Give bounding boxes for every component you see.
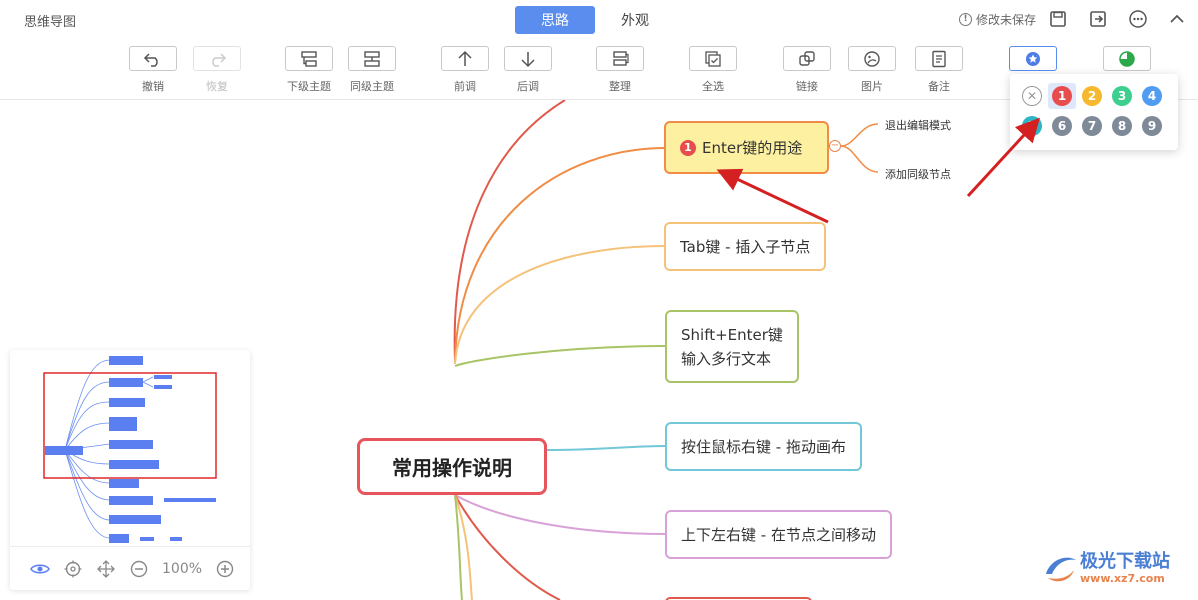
redo-label: 恢复	[206, 80, 228, 93]
priority-2[interactable]: 2	[1082, 86, 1102, 106]
save-status: ! 修改未保存	[959, 11, 1036, 28]
minimap[interactable]: 100%	[10, 350, 250, 590]
watermark-brand: 极光下载站	[1080, 550, 1170, 572]
topic-label-line-2: 输入多行文本	[681, 349, 772, 368]
save-status-text: 修改未保存	[976, 13, 1037, 27]
topic-partial[interactable]	[665, 597, 812, 600]
tab-appearance[interactable]: 外观	[621, 13, 649, 29]
move-down-label: 后调	[517, 80, 539, 93]
progress-icon	[1119, 50, 1135, 67]
arrange-icon	[613, 50, 629, 66]
move-down-button[interactable]: 后调	[503, 46, 553, 94]
move-icon[interactable]	[96, 559, 116, 579]
select-all-label: 全选	[702, 80, 724, 93]
arrange-button[interactable]: 整理	[595, 46, 645, 94]
export-icon[interactable]	[1087, 8, 1109, 30]
subtopic-add-sibling[interactable]: 添加同级节点	[885, 168, 951, 181]
link-icon	[799, 50, 815, 66]
info-icon: !	[959, 13, 972, 26]
link-button[interactable]: 链接	[782, 46, 832, 94]
zoom-in-icon[interactable]	[215, 559, 235, 579]
mode-tabs: 思路 外观	[515, 6, 675, 34]
sibling-topic-label: 同级主题	[350, 80, 394, 93]
image-button[interactable]: 图片	[847, 46, 897, 94]
progress-button[interactable]	[1102, 46, 1152, 71]
topic-label: Enter键的用途	[702, 139, 803, 157]
sibling-topic-icon	[364, 50, 380, 67]
note-label: 备注	[928, 80, 950, 93]
arrange-label: 整理	[609, 80, 631, 93]
mind-map-canvas[interactable]: 常用操作说明 1 Enter键的用途 − 退出编辑模式 添加同级节点 Tab键 …	[0, 100, 1198, 600]
image-icon	[864, 50, 880, 67]
select-all-button[interactable]: 全选	[688, 46, 738, 94]
tab-outline[interactable]: 思路	[515, 6, 595, 34]
collapse-toolbar-icon[interactable]	[1166, 8, 1188, 30]
redo-button[interactable]: 恢复	[192, 46, 242, 94]
collapse-toggle[interactable]: −	[829, 140, 841, 152]
priority-6[interactable]: 6	[1052, 116, 1072, 136]
zoom-level: 100%	[162, 560, 203, 577]
topic-arrow-keys[interactable]: 上下左右键 - 在节点之间移动	[665, 510, 892, 559]
more-icon[interactable]	[1127, 8, 1149, 30]
child-topic-label: 下级主题	[287, 80, 331, 93]
zoom-out-icon[interactable]	[129, 559, 149, 579]
priority-popup: ✕ 1 2 3 4 5 6 7 8 9	[1010, 74, 1178, 150]
priority-4[interactable]: 4	[1142, 86, 1162, 106]
minimap-controls: 100%	[10, 546, 250, 590]
note-button[interactable]: 备注	[914, 46, 964, 94]
minimap-preview	[43, 356, 217, 543]
undo-button[interactable]: 撤销	[128, 46, 178, 94]
priority-7[interactable]: 7	[1082, 116, 1102, 136]
note-icon	[932, 50, 946, 67]
priority-icon	[1026, 51, 1040, 66]
root-topic[interactable]: 常用操作说明	[357, 438, 547, 495]
child-topic-icon	[301, 50, 317, 67]
priority-5[interactable]: 5	[1022, 116, 1042, 136]
undo-label: 撤销	[142, 80, 164, 93]
watermark-logo-icon	[1046, 557, 1076, 582]
redo-icon	[212, 52, 227, 67]
app-title: 思维导图	[24, 15, 77, 30]
top-toolbar: 思维导图 思路 外观 ! 修改未保存 撤销 恢复	[0, 0, 1198, 100]
eye-icon[interactable]	[30, 559, 50, 579]
link-label: 链接	[796, 80, 818, 93]
topic-label-line-1: Shift+Enter键	[681, 325, 783, 344]
topic-tab-key[interactable]: Tab键 - 插入子节点	[664, 222, 827, 271]
subtopic-exit-edit[interactable]: 退出编辑模式	[885, 119, 951, 132]
child-topic-button[interactable]: 下级主题	[284, 46, 334, 94]
priority-9[interactable]: 9	[1142, 116, 1162, 136]
topic-enter-key[interactable]: 1 Enter键的用途	[664, 121, 829, 174]
priority-badge: 1	[680, 139, 696, 156]
locate-icon[interactable]	[63, 559, 83, 579]
move-up-label: 前调	[454, 80, 476, 93]
watermark: 极光下载站 www.xz7.com	[1040, 548, 1170, 588]
priority-1[interactable]: 1	[1052, 86, 1072, 106]
arrow-down-icon	[521, 51, 535, 67]
clear-priority-icon[interactable]: ✕	[1022, 86, 1042, 106]
image-label: 图片	[861, 80, 883, 93]
priority-button[interactable]	[1008, 46, 1058, 71]
sibling-topic-button[interactable]: 同级主题	[347, 46, 397, 94]
move-up-button[interactable]: 前调	[440, 46, 490, 94]
undo-icon	[143, 52, 158, 67]
topic-drag-canvas[interactable]: 按住鼠标右键 - 拖动画布	[665, 422, 862, 471]
arrow-up-icon	[458, 50, 472, 66]
minimap-viewport[interactable]	[43, 372, 217, 479]
branch-lines	[453, 100, 879, 600]
priority-3[interactable]: 3	[1112, 86, 1132, 106]
save-icon[interactable]	[1047, 8, 1069, 30]
topic-shift-enter[interactable]: Shift+Enter键 输入多行文本	[665, 310, 799, 383]
priority-8[interactable]: 8	[1112, 116, 1132, 136]
watermark-url: www.xz7.com	[1080, 571, 1165, 585]
select-all-icon	[705, 50, 721, 67]
